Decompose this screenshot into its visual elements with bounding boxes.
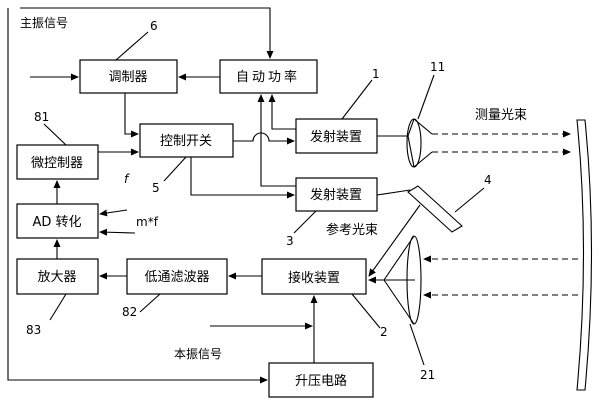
leader-1 <box>341 79 373 120</box>
switch-to-tx1 <box>233 132 295 145</box>
lowpass-filter-box <box>126 258 228 295</box>
lens-11-cone <box>407 118 433 168</box>
tx1-feedback <box>268 94 296 130</box>
lowpass-filter-label: 低通滤波器 <box>144 270 209 285</box>
tx2-feedback <box>257 94 296 187</box>
numeral-1: 1 <box>372 67 380 81</box>
leader-3 <box>293 210 317 234</box>
boost-circuit-box <box>268 362 374 398</box>
numeral-4: 4 <box>484 173 492 187</box>
receiver-label: 接收装置 <box>288 270 340 286</box>
f-label: f <box>124 172 130 186</box>
leader-4 <box>454 187 485 213</box>
leader-82 <box>139 293 161 313</box>
microcontroller-box <box>16 144 99 180</box>
local-osc-label: 本振信号 <box>174 347 222 361</box>
tx2-to-mirror <box>376 189 411 196</box>
boost-circuit-label: 升压电路 <box>295 373 347 389</box>
numeral-2: 2 <box>380 325 388 339</box>
transmitter-1-label: 发射装置 <box>310 129 362 145</box>
amplifier-box <box>16 258 99 295</box>
leader-81 <box>43 123 67 146</box>
numeral-21: 21 <box>420 368 435 382</box>
numeral-82: 82 <box>122 305 137 319</box>
leader-2 <box>351 293 381 329</box>
mirror-4 <box>407 185 463 233</box>
modulator-label: 调制器 <box>108 70 147 85</box>
numeral-83: 83 <box>26 323 41 337</box>
numeral-81: 81 <box>34 110 49 124</box>
control-switch-box <box>139 123 234 158</box>
left-bus-to-boost <box>7 8 268 384</box>
ad-converter-label: AD 转化 <box>32 215 81 230</box>
numeral-11: 11 <box>430 60 445 74</box>
leader-83 <box>49 293 67 321</box>
measure-beam-label: 测量光束 <box>475 108 527 123</box>
transmitter-2-box <box>295 177 378 212</box>
ad-converter-box <box>16 203 99 239</box>
switch-to-tx2 <box>190 157 295 199</box>
transmitter-2-label: 发射装置 <box>310 187 362 203</box>
reference-beam-label: 参考光束 <box>326 222 378 238</box>
auto-power-box <box>219 59 318 94</box>
target-plate <box>576 119 593 391</box>
modulator-to-switch <box>124 93 139 138</box>
mirror-to-receiver <box>368 204 421 277</box>
mf-label: m*f <box>136 215 159 229</box>
leader-6 <box>115 31 149 61</box>
mf-input-arrow <box>99 228 136 236</box>
leader-11 <box>417 74 435 120</box>
auto-power-label: 自动功率 <box>236 69 300 85</box>
amplifier-label: 放大器 <box>37 270 76 285</box>
numeral-6: 6 <box>150 19 158 33</box>
leader-5 <box>163 156 187 182</box>
main-osc-label: 主振信号 <box>20 16 68 30</box>
control-switch-label: 控制开关 <box>160 134 212 149</box>
transmitter-1-box <box>295 118 378 154</box>
leader-21 <box>409 323 425 366</box>
f-input-arrow <box>99 209 128 217</box>
main-signal-line <box>20 7 274 59</box>
numeral-3: 3 <box>286 234 294 248</box>
lens-21-cone <box>383 235 415 325</box>
numeral-5: 5 <box>152 181 160 195</box>
microcontroller-label: 微控制器 <box>31 156 83 171</box>
modulator-box <box>79 59 178 94</box>
